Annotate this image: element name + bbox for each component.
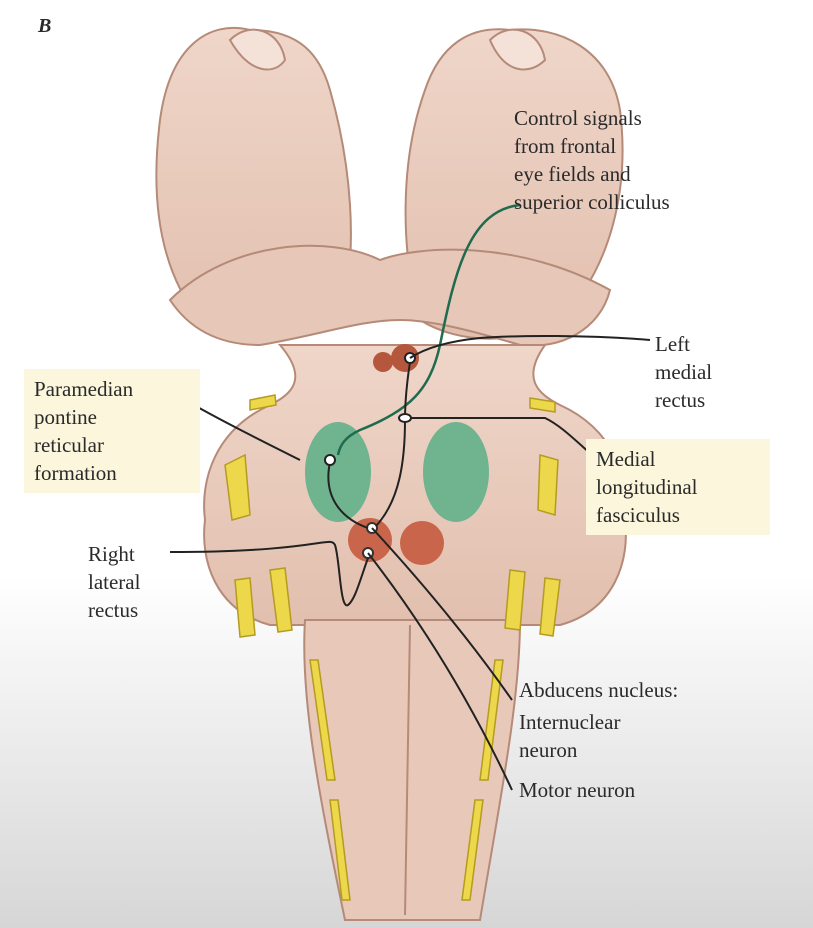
mlf-marker: [399, 414, 411, 422]
oculomotor-nucleus-left: [373, 352, 393, 372]
label-control-signals: Control signals from frontal eye fields …: [514, 104, 670, 216]
label-motor-neuron: Motor neuron: [519, 776, 635, 804]
panel-letter: B: [38, 12, 51, 40]
ppf-right: [423, 422, 489, 522]
label-internuclear-neuron: Internuclear neuron: [519, 708, 620, 764]
label-mlf: Medial longitudinal fasciculus: [586, 439, 770, 535]
label-ppf: Paramedian pontine reticular formation: [24, 369, 200, 493]
pons: [204, 345, 626, 625]
label-right-lateral-rectus: Right lateral rectus: [88, 540, 140, 624]
abducens-nucleus-right: [400, 521, 444, 565]
ppf-neuron: [325, 455, 335, 465]
label-left-medial-rectus: Left medial rectus: [655, 330, 712, 414]
label-abducens-nucleus: Abducens nucleus:: [519, 676, 678, 704]
